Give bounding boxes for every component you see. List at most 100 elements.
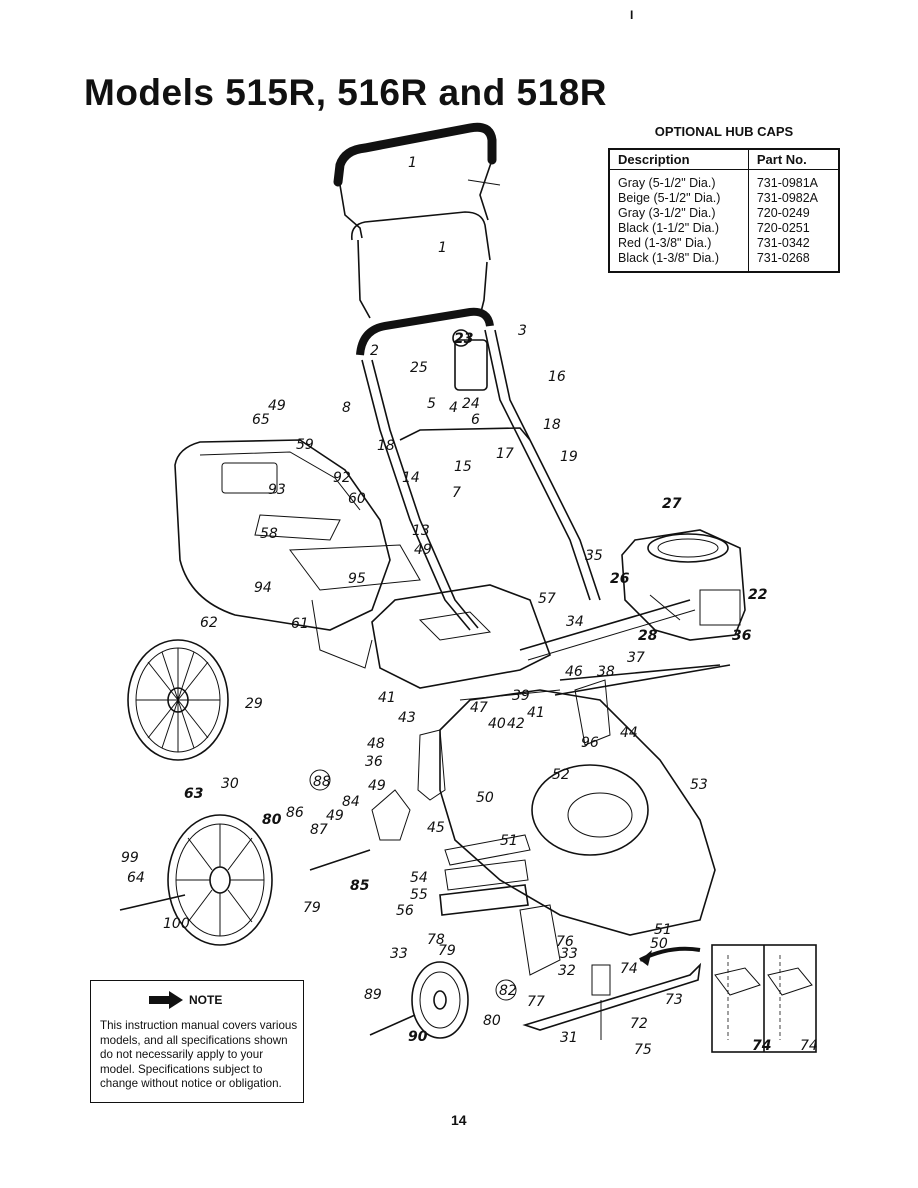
callout-label: 77	[527, 994, 545, 1010]
callout-label: 99	[121, 850, 139, 866]
callout-label: 17	[496, 446, 514, 462]
callout-label: 53	[690, 777, 708, 793]
blade-adapter-inset	[711, 944, 817, 1053]
callout-label: 36	[732, 628, 752, 644]
page-number: 14	[451, 1112, 467, 1128]
callout-label: 41	[378, 690, 396, 706]
table-row: Beige (5-1/2" Dia.)731-0982A	[609, 191, 839, 206]
callout-label: 22	[748, 587, 767, 603]
callout-label: 13	[412, 523, 430, 539]
callout-label: 61	[291, 616, 309, 632]
callout-label: 46	[565, 664, 583, 680]
lower-handle-drawing	[356, 307, 601, 631]
table-row: Red (1-3/8" Dia.) 731-0342	[609, 236, 839, 251]
rear-wheel-large-drawing	[127, 639, 229, 761]
hub-caps-table: Description Part No. Gray (5-1/2" Dia.)7…	[608, 148, 840, 273]
callout-label: 79	[438, 943, 456, 959]
callout-label: 24	[462, 396, 480, 412]
description-cell: Red (1-3/8" Dia.)	[618, 236, 712, 250]
callout-label: 74	[752, 1038, 771, 1054]
callout-label: 15	[454, 459, 472, 475]
callout-label: 14	[402, 470, 420, 486]
callout-label: 27	[662, 496, 682, 512]
callout-label: 31	[560, 1030, 578, 1046]
callout-label: 86	[286, 805, 304, 821]
top-mark: I	[630, 8, 634, 22]
callout-label: 6	[471, 412, 480, 428]
callout-label: 95	[348, 571, 366, 587]
note-header: NOTE	[149, 991, 222, 1009]
blade-drawing	[522, 962, 702, 1040]
callout-label: 32	[558, 963, 576, 979]
callout-label: 62	[200, 615, 218, 631]
callout-label: 26	[610, 571, 630, 587]
callout-label: 39	[512, 688, 530, 704]
column-header-description: Description	[609, 149, 749, 170]
callout-label: 59	[296, 437, 314, 453]
rear-deflector-drawing	[371, 584, 551, 689]
callout-label: 40	[488, 716, 506, 732]
callout-label: 49	[414, 542, 432, 558]
callout-label: 93	[268, 482, 286, 498]
callout-label: 74	[800, 1038, 818, 1054]
callout-label: 16	[548, 369, 566, 385]
engine-drawing	[621, 529, 746, 641]
callout-label: 51	[654, 922, 672, 938]
callout-label: 73	[665, 992, 683, 1008]
description-cell: Gray (3-1/2" Dia.)	[618, 206, 716, 220]
callout-label: 96	[581, 735, 599, 751]
mower-deck-drawing	[439, 599, 731, 936]
callout-label: 54	[410, 870, 428, 886]
callout-label: 38	[597, 664, 615, 680]
table-row: Gray (5-1/2" Dia.)731-0981A	[609, 169, 839, 191]
callout-label: 1	[408, 155, 417, 171]
callout-label: 50	[476, 790, 494, 806]
callout-label: 60	[348, 491, 366, 507]
callout-label: 50	[650, 936, 668, 952]
callout-label: 58	[260, 526, 278, 542]
note-label: NOTE	[189, 993, 223, 1007]
part-no-cell: 731-0268	[747, 251, 839, 272]
callout-label: 52	[552, 767, 570, 783]
callout-label: 30	[221, 776, 239, 792]
wheel-bracket-drawing	[371, 679, 611, 976]
callout-label: 18	[543, 417, 561, 433]
callout-label: 76	[556, 934, 574, 950]
callout-label: 80	[483, 1013, 501, 1029]
callout-label: 64	[127, 870, 145, 886]
callout-label: 63	[184, 786, 203, 802]
callout-label: 34	[566, 614, 584, 630]
callout-label: 49	[326, 808, 344, 824]
callout-label: 5	[427, 396, 436, 412]
part-no-cell: 731-0981A	[747, 169, 839, 191]
note-box: NOTE This instruction manual covers vari…	[90, 980, 304, 1103]
column-header-part-no: Part No.	[747, 149, 839, 170]
callout-label: 72	[630, 1016, 648, 1032]
callout-label: 51	[500, 833, 518, 849]
callout-label: 1	[438, 240, 447, 256]
table-row: Black (1-1/2" Dia.)720-0251	[609, 221, 839, 236]
callout-label: 49	[268, 398, 286, 414]
callout-label: 85	[350, 878, 370, 894]
callout-label: 41	[527, 705, 545, 721]
part-no-cell: 731-0342	[747, 236, 839, 251]
baffle-drawing	[439, 834, 531, 916]
callout-label: 25	[410, 360, 428, 376]
callout-label: 100	[163, 916, 190, 932]
callout-label: 33	[560, 946, 578, 962]
callout-label: 48	[367, 736, 385, 752]
callout-label: 28	[638, 628, 658, 644]
arrow-right-icon	[149, 991, 183, 1009]
upper-handle-drawing	[333, 122, 501, 319]
callout-label: 47	[470, 700, 488, 716]
callout-labels: 1 1 2 3 4 5 6 7 8 13 14 15 16 17 18 18 1…	[121, 155, 818, 1058]
callout-label: 87	[310, 822, 328, 838]
callout-label: 49	[368, 778, 386, 794]
part-no-cell: 720-0249	[747, 206, 839, 221]
callout-label: 90	[408, 1029, 428, 1045]
callout-label: 3	[518, 323, 527, 339]
callout-label: 80	[262, 812, 282, 828]
callout-label: 43	[398, 710, 416, 726]
callout-label: 23	[454, 331, 473, 347]
